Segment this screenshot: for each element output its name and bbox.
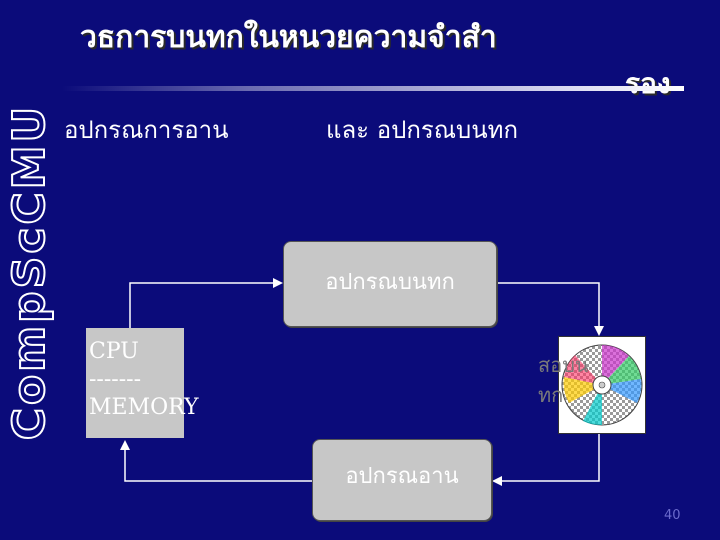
slide-title-continuation: รอง [625,67,671,100]
page-number: 40 [664,508,681,523]
slide-title: วธการบนทกในหนวยความจำสำ [80,20,497,55]
arrow-reader-to-cpu [120,440,312,482]
cpu-label: CPU [89,339,139,364]
disk-label-line1: สอบน [538,353,589,377]
arrow-cpu-to-writer [129,278,283,328]
disk-label-line2: ทก [538,383,564,407]
title-underline [62,86,684,91]
write-device-label: อปกรณบนทก [325,270,455,295]
write-device-box: อปกรณบนทก [283,241,497,327]
cpu-memory-box: CPU ------- MEMORY [86,328,199,438]
disk-label: สอบน ทก [538,350,589,410]
read-device-box: อปกรณอาน [312,439,492,521]
disk-icon [558,336,646,434]
read-device-label: อปกรณอาน [345,464,459,489]
arrow-writer-to-disk [497,282,604,336]
memory-label: MEMORY [89,395,199,420]
cpu-separator: ------- [89,367,142,392]
subheading-read-device: อปกรณการอาน [64,116,229,144]
arrow-disk-to-reader [492,432,600,486]
subheading-write-device: และ อปกรณบนทก [326,116,519,144]
